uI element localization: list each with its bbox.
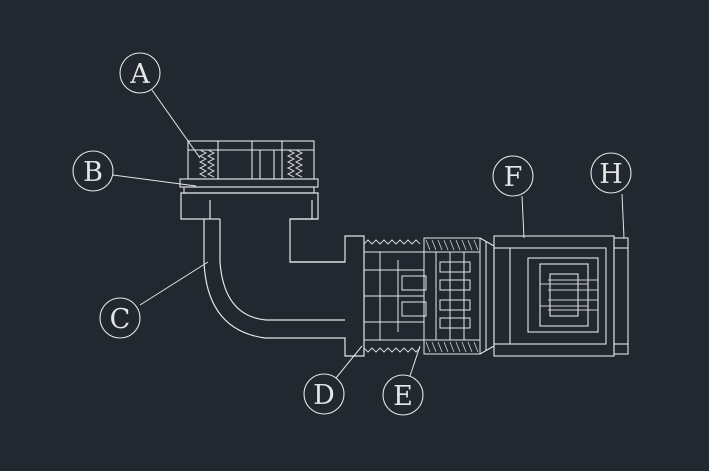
callout-b-letter: B — [83, 157, 103, 188]
callout-h: H — [590, 152, 632, 194]
callout-f: F — [492, 155, 534, 197]
leader-a — [151, 89, 201, 159]
leader-d — [335, 345, 363, 379]
callout-d: D — [303, 373, 345, 415]
callout-h-circle — [590, 152, 632, 194]
callout-h-letter: H — [599, 159, 623, 190]
outlet-threads — [363, 239, 421, 353]
leader-e — [409, 345, 421, 377]
leader-c — [139, 261, 209, 306]
leader-f — [521, 195, 525, 239]
callout-a: A — [119, 52, 161, 94]
leader-b — [112, 174, 197, 187]
callout-b-circle — [72, 150, 114, 192]
callout-b: B — [72, 150, 114, 192]
callout-d-circle — [303, 373, 345, 415]
callout-c: C — [99, 297, 141, 339]
washer — [179, 178, 319, 194]
leader-g — [621, 193, 625, 239]
callout-a-circle — [119, 52, 161, 94]
elbow-body — [180, 192, 365, 357]
callout-f-circle — [492, 155, 534, 197]
callout-e-circle — [382, 374, 424, 416]
end-cap — [613, 237, 629, 355]
callout-e-letter: E — [393, 381, 413, 412]
callout-a-letter: A — [129, 59, 150, 90]
coupling-nut — [423, 237, 481, 355]
coupling-knurl — [425, 239, 479, 353]
leader-lines — [112, 89, 625, 379]
contact-pins — [540, 279, 598, 311]
callout-f-letter: F — [504, 162, 523, 193]
callout-c-letter: C — [110, 304, 131, 335]
callout-e: E — [382, 374, 424, 416]
callout-d-letter: D — [313, 380, 335, 411]
callout-c-circle — [99, 297, 141, 339]
nut-threads — [198, 149, 304, 178]
contact-assembly — [363, 251, 427, 341]
